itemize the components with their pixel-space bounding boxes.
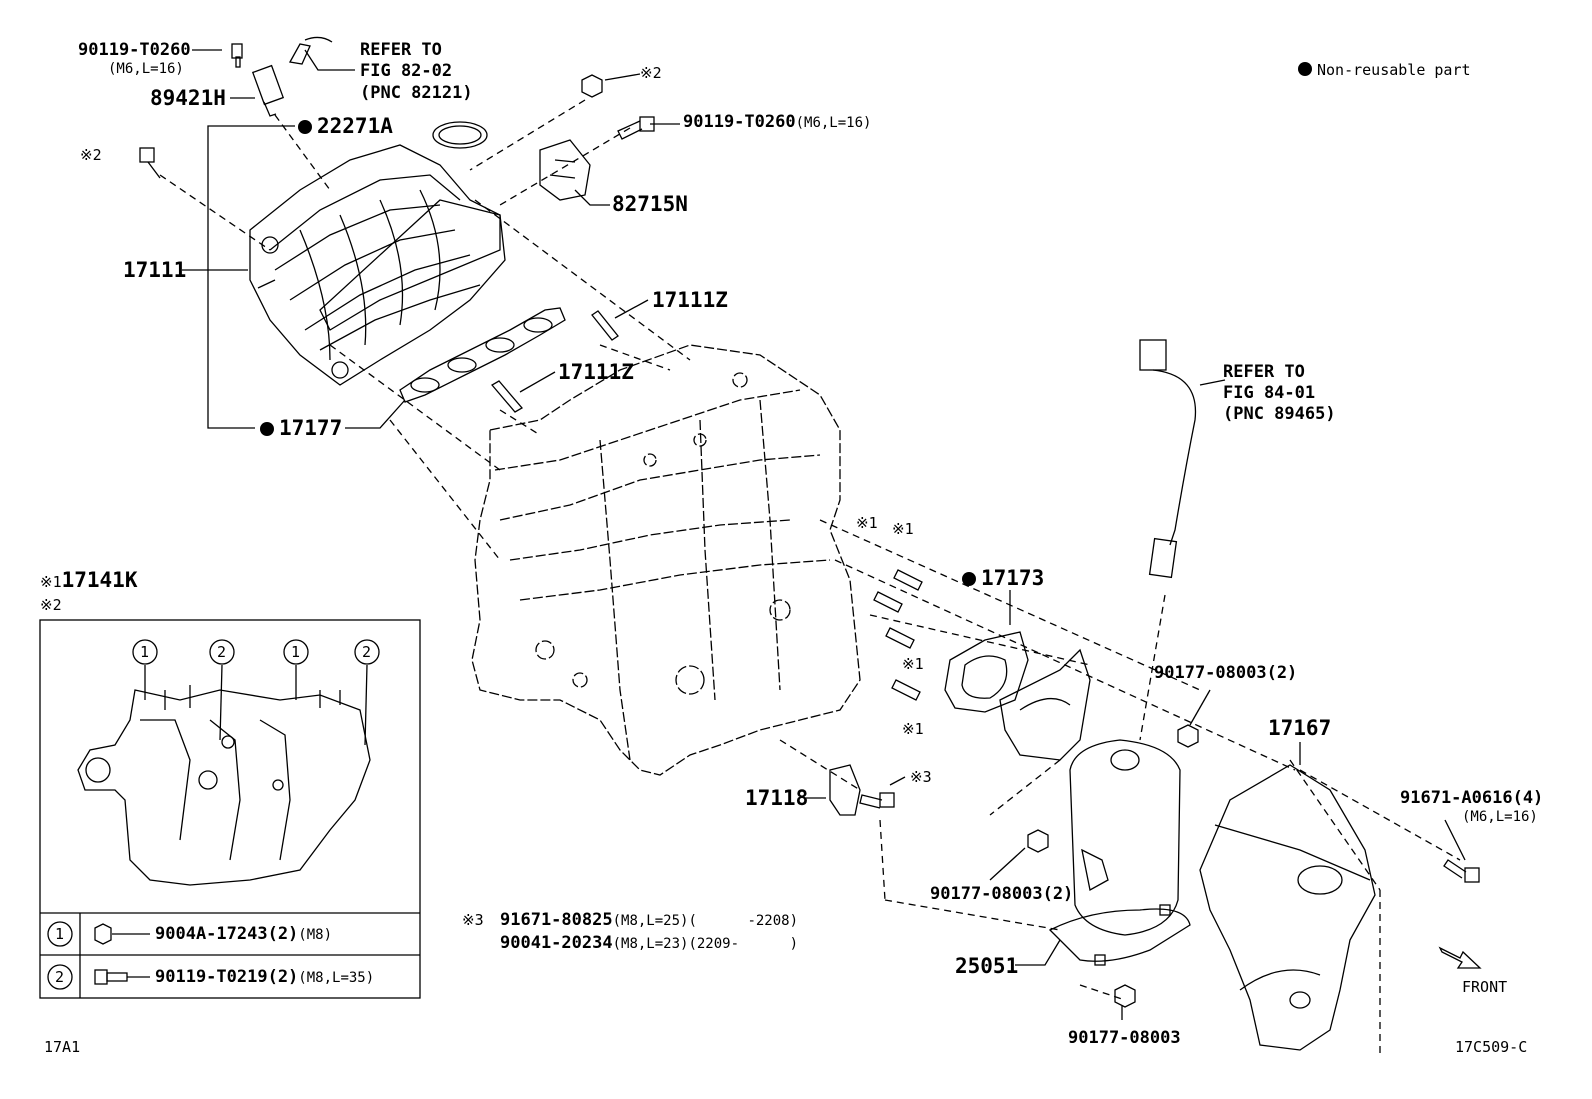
code-right: 17C509-C [1455, 1038, 1528, 1056]
inset-title: ※117141K [40, 568, 138, 592]
note1-a: ※1 [856, 514, 878, 532]
front-label: FRONT [1462, 978, 1508, 996]
label-25051: 25051 [955, 954, 1019, 978]
label-91671-A0616: 91671-A0616(4) [1400, 788, 1544, 808]
spec-91671-A0616: (M6,L=16) [1462, 809, 1538, 825]
leader-lines [182, 49, 1466, 1020]
label-17173: 17173 [962, 568, 1044, 589]
legend-text: Non-reusable part [1317, 61, 1471, 79]
note1-c: ※1 [902, 655, 924, 673]
front-arrow-icon [1438, 946, 1482, 969]
note3-mark: ※3 [462, 911, 484, 929]
non-reusable-marker-icon [260, 422, 274, 436]
label-17111Z-lower: 17111Z [558, 360, 634, 384]
inset-callout-2b: 2 [362, 643, 372, 661]
ref2-line2: FIG 84-01 [1223, 383, 1316, 403]
bracket-82715N-shape [539, 139, 591, 201]
label-89421H: 89421H [150, 86, 226, 110]
engine-block [471, 344, 861, 776]
code-left: 17A1 [44, 1038, 81, 1056]
ref1-line2: FIG 82-02 [360, 61, 453, 81]
bolt-90119-upper [617, 116, 655, 140]
note1-b: ※1 [892, 520, 914, 538]
bolt-91671-A0616 [1443, 859, 1480, 883]
label-82715N: 82715N [612, 192, 688, 216]
non-reusable-marker-icon [962, 572, 976, 586]
oxygen-sensor [1139, 339, 1197, 579]
ref2-line1: REFER TO [1223, 362, 1305, 382]
bracket-17118-shape [829, 764, 861, 816]
gasket-17173-shape [944, 631, 1029, 713]
label-90177-08003-middle: 90177-08003(2) [930, 884, 1074, 904]
gasket-17177-shape [399, 307, 566, 403]
sensor-89421H [231, 36, 333, 117]
catalytic-converter-25051 [1048, 739, 1191, 966]
spec-90119-T0260-a: (M6,L=16) [108, 61, 184, 77]
label-22271A: 22271A [298, 116, 393, 137]
non-reusable-marker-icon [1298, 62, 1312, 76]
ref1-line1: REFER TO [360, 40, 442, 60]
heat-shield-17167 [1199, 764, 1376, 1051]
studs-17111Z [490, 310, 619, 413]
inset-callout-1a: 1 [140, 643, 150, 661]
label-90119-T0260-b: 90119-T0260(M6,L=16) [683, 112, 872, 132]
note3-line1: 91671-80825(M8,L=25)( -2208) [500, 910, 799, 930]
inset-callout-1b: 1 [291, 643, 301, 661]
legend: Non-reusable part [1298, 62, 1471, 78]
note1-d: ※1 [902, 720, 924, 738]
studs-note1 [873, 569, 923, 701]
assembly-dashed-lines [159, 99, 1461, 1055]
note3-marker: ※3 [910, 768, 932, 786]
inset-callout-2a: 2 [217, 643, 227, 661]
label-17167: 17167 [1268, 716, 1332, 740]
label-90177-08003-upper: 90177-08003(2) [1154, 663, 1298, 683]
bolt-note2-left [139, 147, 161, 179]
inset-panel [39, 619, 421, 999]
inset-row2-part: 90119-T0219(2)(M8,L=35) [155, 967, 375, 987]
note2-top: ※2 [640, 64, 662, 82]
inset-row2-key: 2 [55, 968, 65, 986]
ref1-line3: (PNC 82121) [360, 83, 473, 103]
intake-manifold-17111 [249, 144, 506, 386]
label-90119-T0260-a: 90119-T0260 [78, 40, 191, 60]
inset-row1-key: 1 [55, 925, 65, 943]
ref2-line3: (PNC 89465) [1223, 404, 1336, 424]
flange-upper [999, 648, 1091, 761]
inset-subnote: ※2 [40, 596, 62, 614]
label-17177: 17177 [260, 418, 342, 439]
label-17111Z-upper: 17111Z [652, 288, 728, 312]
bolt-note3 [859, 792, 895, 809]
label-17118: 17118 [745, 786, 809, 810]
non-reusable-marker-icon [298, 120, 312, 134]
gasket-22271A-shape [432, 121, 488, 149]
note3-line2: 90041-20234(M8,L=23)(2209- ) [500, 933, 799, 953]
label-90177-08003-lower: 90177-08003 [1068, 1028, 1181, 1048]
inset-row1-part: 9004A-17243(2)(M8) [155, 924, 333, 944]
label-17111: 17111 [123, 258, 187, 282]
note2-left: ※2 [80, 146, 102, 164]
